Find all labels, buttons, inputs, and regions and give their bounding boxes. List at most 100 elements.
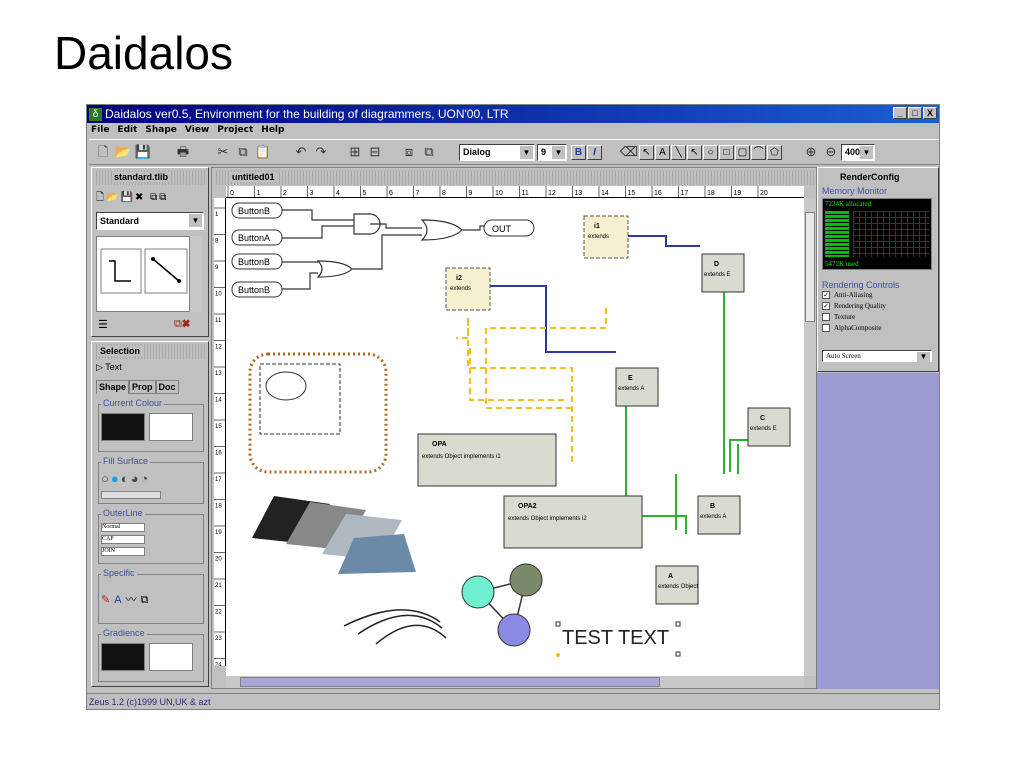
library-select[interactable]: Standard▼ bbox=[96, 212, 204, 230]
menu-project[interactable]: Project bbox=[217, 125, 254, 135]
zoom-out-icon[interactable]: ⊖ bbox=[825, 144, 837, 159]
menu-help[interactable]: Help bbox=[261, 125, 285, 135]
tab-doc[interactable]: Doc bbox=[155, 380, 179, 394]
palette-scrollbar[interactable] bbox=[190, 236, 202, 312]
fill-surface-group: Fill Surface ○●◐◕◔ bbox=[98, 456, 204, 504]
copy-icon[interactable]: ⧉ bbox=[238, 144, 248, 159]
class-OPA: OPA extends Object implements i1 bbox=[417, 433, 557, 487]
ruler-label: 1 bbox=[257, 190, 261, 197]
specific-tools[interactable]: ✎A〰⧉ bbox=[101, 594, 153, 606]
library-file-icons[interactable]: 🗋📂💾✖ ⧉⧉ bbox=[96, 192, 169, 203]
chevron-down-icon: ▼ bbox=[917, 352, 930, 362]
curves bbox=[343, 609, 447, 645]
check-texture[interactable]: Texture bbox=[822, 313, 886, 321]
gradient-swatch[interactable] bbox=[101, 643, 145, 671]
paste-icon[interactable]: 📋 bbox=[254, 144, 272, 159]
ellipse-tool-icon[interactable]: ○ bbox=[703, 144, 718, 160]
polygon-tool-icon[interactable]: ⬠ bbox=[767, 144, 782, 160]
horizontal-scrollbar[interactable] bbox=[226, 676, 804, 688]
maximize-button[interactable]: □ bbox=[908, 107, 922, 119]
menu-shape[interactable]: Shape bbox=[145, 125, 177, 135]
palette-delete-icon[interactable]: ⧉✖ bbox=[174, 318, 191, 330]
interface-i1: i1 extends bbox=[583, 215, 629, 259]
ruler-label: 11 bbox=[215, 318, 222, 324]
ruler-label: 18 bbox=[707, 190, 715, 197]
ruler-label: 8 bbox=[442, 190, 446, 197]
zoom-in-icon[interactable]: ⊕ bbox=[805, 144, 817, 159]
check-alpha-composite[interactable]: AlphaComposite bbox=[822, 324, 886, 332]
slide-title: Daidalos bbox=[54, 27, 233, 79]
or-gate bbox=[420, 219, 463, 241]
font-family-select[interactable]: Dialog▼ bbox=[459, 143, 535, 161]
minimize-button[interactable]: _ bbox=[893, 107, 907, 119]
undo-icon[interactable]: ↶ bbox=[295, 144, 307, 159]
toolbar: 🗋 📂 💾 🖶 ✂ ⧉ 📋 ↶ ↷ ⊞ ⊟ ⧈ ⧉ Dialog▼ 9▼ B I… bbox=[89, 139, 939, 165]
new-file-icon[interactable]: 🗋 bbox=[97, 144, 109, 159]
arrow-tool-icon[interactable]: ↖ bbox=[687, 144, 702, 160]
gradient-swatch-alt[interactable] bbox=[149, 643, 193, 671]
fill-options[interactable]: ○●◐◕◔ bbox=[101, 471, 151, 486]
save-icon[interactable]: 💾 bbox=[134, 144, 152, 159]
rect-tool-icon[interactable]: □ bbox=[719, 144, 734, 160]
canvas-text: TEST TEXT bbox=[562, 627, 669, 649]
line-style-select[interactable]: Normal bbox=[101, 523, 145, 532]
check-rendering-quality[interactable]: ✓Rendering Quality bbox=[822, 302, 886, 310]
list-icon[interactable]: ☰ bbox=[98, 319, 108, 331]
bring-front-icon[interactable]: ⧈ bbox=[404, 144, 414, 159]
send-back-icon[interactable]: ⧉ bbox=[424, 144, 434, 159]
line-join-select[interactable]: JOIN bbox=[101, 547, 145, 556]
outerline-label: OuterLine bbox=[101, 508, 145, 518]
diagram-title: untitled01 bbox=[230, 172, 277, 182]
font-size-select[interactable]: 9▼ bbox=[537, 143, 567, 161]
render-config-header: RenderConfig bbox=[820, 170, 936, 185]
rendering-controls-label: Rendering Controls bbox=[822, 280, 900, 290]
ruler-label: 24 bbox=[215, 663, 222, 667]
chevron-down-icon: ▼ bbox=[860, 145, 873, 159]
ruler-label: 17 bbox=[681, 190, 689, 197]
svg-text:extends E: extends E bbox=[704, 272, 731, 278]
open-folder-icon[interactable]: 📂 bbox=[114, 144, 132, 159]
diagram-canvas[interactable]: ButtonB ButtonA ButtonB ButtonB OUT bbox=[226, 198, 804, 676]
print-icon[interactable]: 🖶 bbox=[176, 144, 190, 159]
ruler-label: 20 bbox=[215, 557, 222, 563]
menu-view[interactable]: View bbox=[184, 125, 210, 135]
menu-edit[interactable]: Edit bbox=[117, 125, 138, 135]
tab-shape[interactable]: Shape bbox=[96, 380, 130, 394]
colour-swatch-alt[interactable] bbox=[149, 413, 193, 441]
selection-title: Selection bbox=[98, 346, 143, 356]
memory-bar bbox=[825, 211, 849, 257]
text-tool-icon[interactable]: A bbox=[655, 144, 670, 160]
roundrect-tool-icon[interactable]: ▢ bbox=[735, 144, 750, 160]
selection-handle bbox=[556, 653, 560, 657]
window-titlebar[interactable]: δ Daidalos ver0.5, Environment for the b… bbox=[87, 105, 939, 123]
fill-slider[interactable] bbox=[101, 491, 161, 499]
curve-tool-icon[interactable]: ⌒ bbox=[751, 144, 766, 160]
line-cap-select[interactable]: CAP bbox=[101, 535, 145, 544]
line-tool-icon[interactable]: ╲ bbox=[671, 144, 686, 160]
delete-icon[interactable]: ⌫ bbox=[619, 144, 639, 159]
group-icon[interactable]: ⊞ bbox=[349, 144, 361, 159]
vertical-scrollbar[interactable] bbox=[804, 198, 816, 676]
check-anti-aliasing[interactable]: ✓Anti-Aliasing bbox=[822, 291, 873, 299]
menu-file[interactable]: File bbox=[91, 125, 110, 135]
bold-button[interactable]: B bbox=[571, 144, 586, 160]
tab-prop[interactable]: Prop bbox=[129, 380, 156, 394]
outerline-group: OuterLine Normal CAP JOIN bbox=[98, 508, 204, 564]
input-label: ButtonB bbox=[238, 285, 270, 295]
cut-icon[interactable]: ✂ bbox=[217, 144, 229, 159]
svg-text:extends A: extends A bbox=[618, 386, 644, 392]
select-tool-icon[interactable]: ↖ bbox=[639, 144, 654, 160]
redo-icon[interactable]: ↷ bbox=[315, 144, 327, 159]
colour-swatch[interactable] bbox=[101, 413, 145, 441]
zoom-select[interactable]: 400▼ bbox=[841, 143, 875, 161]
palette-cell bbox=[144, 248, 188, 294]
close-button[interactable]: X bbox=[923, 107, 937, 119]
selection-item[interactable]: ▷ Text bbox=[96, 362, 122, 372]
ruler-label: 8 bbox=[215, 239, 219, 245]
palette-elbow-connector bbox=[109, 260, 131, 282]
render-mode-select[interactable]: Auto Screen▼ bbox=[822, 350, 932, 362]
shape-palette[interactable] bbox=[96, 236, 190, 312]
italic-button[interactable]: I bbox=[587, 144, 602, 160]
ruler-label: 20 bbox=[760, 190, 768, 197]
ungroup-icon[interactable]: ⊟ bbox=[369, 144, 381, 159]
